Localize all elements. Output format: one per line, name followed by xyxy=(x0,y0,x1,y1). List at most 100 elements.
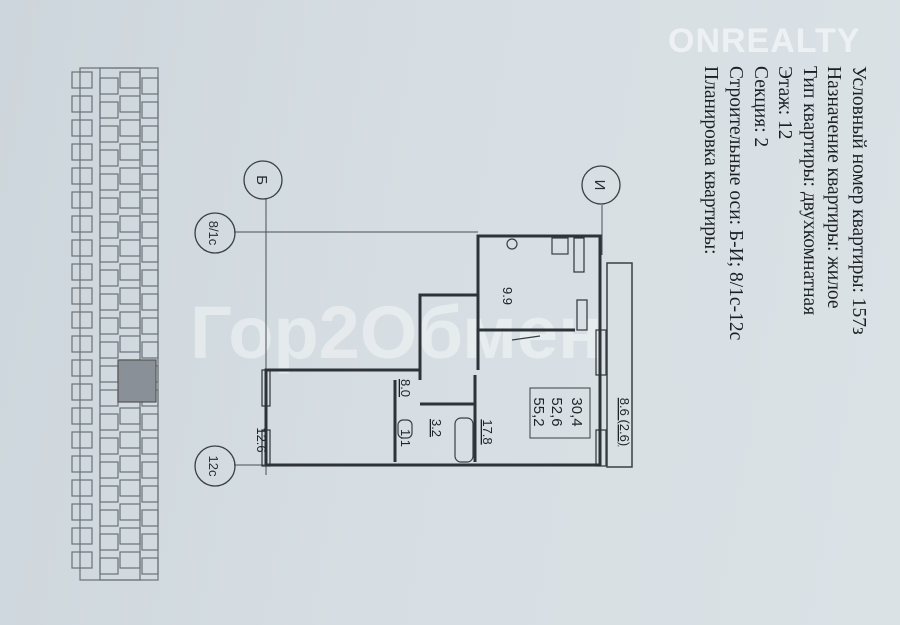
key-plan-cell xyxy=(71,119,93,137)
balcony-outline xyxy=(606,262,633,468)
room-area-bath: 3.2 xyxy=(429,419,444,437)
key-plan-cell xyxy=(71,383,93,401)
key-plan-cell xyxy=(71,287,93,305)
key-plan-cell xyxy=(119,503,141,521)
room-area-wc: 1.1 xyxy=(398,429,413,447)
key-plan-cell xyxy=(99,197,119,215)
key-plan-cell xyxy=(71,479,93,497)
key-plan-cell xyxy=(71,551,93,569)
key-plan-cell xyxy=(99,389,119,407)
key-plan-cell xyxy=(119,191,141,209)
key-plan-cell xyxy=(141,557,159,575)
key-plan-cell xyxy=(71,311,93,329)
axis-label-8-1c: 8/1с xyxy=(206,221,221,246)
key-plan-cell xyxy=(119,431,141,449)
key-plan-cell xyxy=(141,101,159,119)
key-plan-cell xyxy=(71,143,93,161)
key-plan-cell xyxy=(141,413,159,431)
key-plan-cell xyxy=(119,479,141,497)
key-plan-cell xyxy=(99,269,119,287)
key-plan-cell xyxy=(119,95,141,113)
key-plan-cell xyxy=(99,509,119,527)
key-plan-cell xyxy=(119,407,141,425)
living-area: 30,4 xyxy=(568,397,585,426)
key-plan-cell xyxy=(99,77,119,95)
watermark-onrealty: ONREALTY xyxy=(668,22,861,60)
key-plan-cell xyxy=(71,191,93,209)
axis-lines xyxy=(234,198,603,475)
key-plan-cell xyxy=(99,533,119,551)
key-plan-cell xyxy=(141,221,159,239)
key-plan-cell xyxy=(119,455,141,473)
key-plan-cell xyxy=(119,71,141,89)
key-plan-cell xyxy=(99,437,119,455)
key-plan-cell xyxy=(99,149,119,167)
key-plan-cell xyxy=(141,245,159,263)
key-plan-cell xyxy=(141,269,159,287)
stove xyxy=(551,237,569,255)
key-plan-cell xyxy=(99,293,119,311)
key-plan-cell xyxy=(141,197,159,215)
key-plan-cell xyxy=(99,557,119,575)
key-plan-cell xyxy=(99,485,119,503)
axis-markers xyxy=(194,160,621,487)
balcony-area: 8.6 (2.6) xyxy=(617,398,632,446)
axis-marker-12c xyxy=(194,445,236,487)
key-plan-cell xyxy=(99,173,119,191)
key-plan-cell xyxy=(71,167,93,185)
key-plan-cell xyxy=(141,149,159,167)
key-plan-cell xyxy=(141,173,159,191)
key-plan-cell xyxy=(99,341,119,359)
building-key-plan xyxy=(71,67,159,581)
axis-marker-8-1c xyxy=(194,212,236,254)
key-plan-cell xyxy=(141,317,159,335)
key-plan-cell xyxy=(119,287,141,305)
watermark-gorobmen: Гор2Обмен xyxy=(190,291,603,374)
key-plan-cell xyxy=(99,413,119,431)
axis-label-b: Б xyxy=(253,175,270,185)
key-plan-cell xyxy=(119,119,141,137)
area-box xyxy=(529,387,591,439)
room-area-12-6: 12.6 xyxy=(254,427,269,452)
axis-label-12c: 12с xyxy=(206,456,221,477)
wall-hatching xyxy=(261,237,607,467)
key-plan-cell xyxy=(71,407,93,425)
key-plan-cell xyxy=(119,527,141,545)
key-plan-cell xyxy=(119,215,141,233)
key-plan-cell xyxy=(141,509,159,527)
room-area-17-8: 17.8 xyxy=(480,419,495,444)
key-plan-cell xyxy=(141,461,159,479)
room-area-hall: 8.0 xyxy=(398,379,413,397)
axis-marker-b xyxy=(243,160,283,200)
key-plan-cell xyxy=(71,431,93,449)
key-plan-cell xyxy=(71,455,93,473)
key-plan-cell xyxy=(141,125,159,143)
key-plan-cell xyxy=(119,143,141,161)
key-plan-cell xyxy=(71,527,93,545)
key-plan-cell xyxy=(71,215,93,233)
key-plan-cell xyxy=(119,311,141,329)
key-plan-cell xyxy=(141,77,159,95)
key-plan-cell xyxy=(71,335,93,353)
sink xyxy=(506,238,518,250)
key-plan-cell xyxy=(119,551,141,569)
key-plan-cell xyxy=(71,359,93,377)
key-plan-cell xyxy=(99,365,119,383)
room-area-kitchen: 9.9 xyxy=(500,287,515,305)
key-plan-cell xyxy=(71,239,93,257)
key-plan-cell xyxy=(119,167,141,185)
key-plan-cell xyxy=(119,335,141,353)
key-plan-cell xyxy=(99,461,119,479)
key-plan-cell xyxy=(99,125,119,143)
key-plan-cell xyxy=(141,533,159,551)
key-plan-cell xyxy=(71,71,93,89)
key-plan-cell xyxy=(141,293,159,311)
key-plan-cell xyxy=(119,239,141,257)
axis-marker-i xyxy=(581,165,621,205)
fixtures xyxy=(397,237,591,463)
bathtub xyxy=(454,417,474,463)
key-plan-cell xyxy=(71,95,93,113)
key-plan-cell xyxy=(141,437,159,455)
